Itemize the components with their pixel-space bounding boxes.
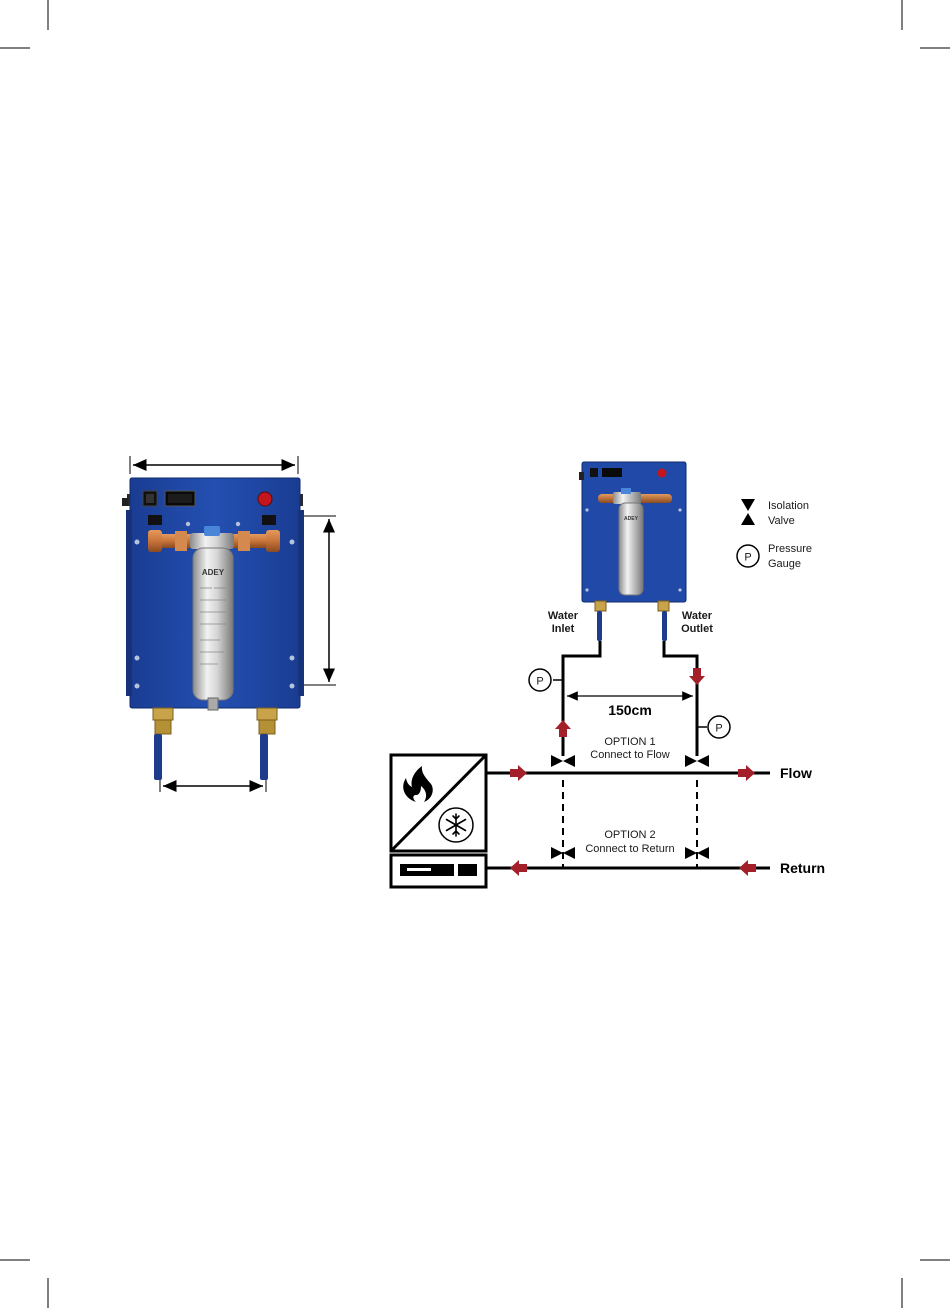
legend-pressure-1: Pressure <box>768 543 812 555</box>
snowflake-icon <box>439 808 473 842</box>
flow-arrow-icon <box>510 765 527 781</box>
svg-text:P: P <box>744 552 751 564</box>
water-outlet-label-1: Water <box>682 610 713 622</box>
svg-text:P: P <box>715 723 722 735</box>
water-outlet-label-2: Outlet <box>681 623 713 635</box>
return-arrow-icon <box>739 860 756 876</box>
housing-brand-small: ADEY <box>624 516 639 522</box>
water-inlet-label-1: Water <box>548 610 579 622</box>
option2-title: OPTION 2 <box>604 829 655 841</box>
filter-unit-small: ADEY <box>579 462 686 641</box>
return-label: Return <box>780 860 825 876</box>
legend: Isolation Valve P Pressure Gauge <box>737 499 812 570</box>
legend-pressure-2: Gauge <box>768 558 801 570</box>
water-inlet-label-2: Inlet <box>552 623 575 635</box>
boiler <box>391 755 486 887</box>
option1-title: OPTION 1 <box>604 736 655 748</box>
legend-isolation-2: Valve <box>768 515 795 527</box>
outlet-arrow-icon <box>689 668 705 685</box>
distance-label: 150cm <box>608 702 652 718</box>
option2-desc: Connect to Return <box>585 843 674 855</box>
isolation-valve-icon <box>741 499 755 525</box>
flow-arrow-icon <box>738 765 755 781</box>
isolation-valve-icon <box>551 755 575 767</box>
pressure-gauge-icon: P <box>697 716 730 738</box>
inlet-arrow-icon <box>555 720 571 737</box>
option1-desc: Connect to Flow <box>590 749 670 761</box>
isolation-valve-icon <box>685 755 709 767</box>
pressure-gauge-icon: P <box>529 669 563 691</box>
legend-isolation-1: Isolation <box>768 500 809 512</box>
svg-text:P: P <box>536 676 543 688</box>
return-arrow-icon <box>510 860 527 876</box>
flow-label: Flow <box>780 765 812 781</box>
pressure-gauge-icon: P <box>737 545 759 567</box>
